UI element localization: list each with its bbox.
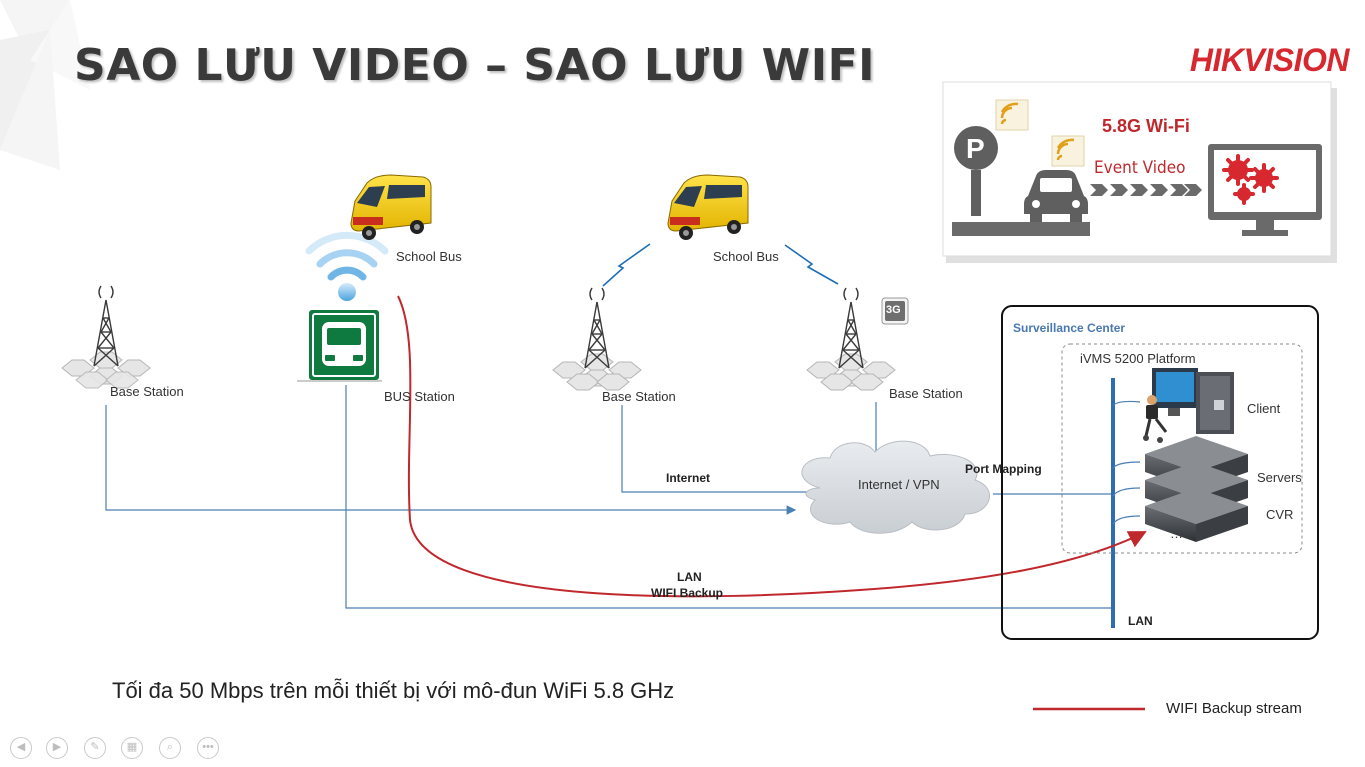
prev-icon: ◀ [16, 741, 26, 753]
wifi-signal-icon [305, 231, 389, 301]
parking-letter: P [966, 133, 985, 164]
inset-panel [942, 81, 1337, 263]
base-station-3-icon [806, 287, 896, 391]
more-options-button[interactable]: ••• [197, 737, 219, 759]
next-slide-button[interactable]: ▶ [46, 737, 68, 759]
next-icon: ▶ [52, 741, 62, 753]
zoom-icon: ⌕ [166, 741, 174, 753]
base-station-1-label: Base Station [110, 384, 184, 399]
wifi-backup-label: WIFI Backup [651, 586, 724, 600]
base-station-3-label: Base Station [889, 386, 963, 401]
school-bus-1-label: School Bus [396, 249, 462, 264]
more-devices-label: …… [1170, 526, 1196, 541]
servers-label: Servers [1257, 470, 1302, 485]
pen-button[interactable]: ✎ [84, 737, 106, 759]
legend-label: WIFI Backup stream [1166, 700, 1302, 717]
bus-station-sign-icon [297, 310, 382, 382]
lan-mid-label: LAN [677, 570, 702, 584]
platform-label: iVMS 5200 Platform [1080, 351, 1196, 366]
slide-subtitle: Tối đa 50 Mbps trên mỗi thiết bị với mô-… [112, 678, 675, 703]
slides-icon: ▦ [126, 741, 138, 753]
client-workstation-icon [1143, 368, 1234, 443]
internet-cloud [801, 440, 990, 534]
server-stack-icon [1145, 436, 1248, 542]
prev-slide-button[interactable]: ◀ [10, 737, 32, 759]
network-lines [105, 385, 1112, 609]
base-station-2-label: Base Station [602, 389, 676, 404]
base-station-2-icon [552, 287, 642, 391]
slide-title: SAO LƯU VIDEO – SAO LƯU WIFI [74, 40, 875, 91]
cloud-label: Internet / VPN [858, 477, 940, 492]
internet-label: Internet [666, 471, 711, 485]
ivms-platform-box [1061, 343, 1303, 554]
client-label: Client [1247, 401, 1281, 416]
surveillance-center-box [1001, 305, 1319, 640]
school-bus-1-icon [350, 174, 432, 240]
wireless-link-icons [602, 243, 839, 287]
cellular-badge-label: 3G [886, 304, 901, 316]
surveillance-center-title: Surveillance Center [1013, 321, 1126, 335]
wifi-backup-stream [397, 295, 1147, 598]
more-icon: ••• [202, 741, 214, 753]
bus-station-label: BUS Station [384, 389, 455, 404]
inset-wifi-label: 5.8G Wi-Fi [1102, 116, 1190, 136]
cvr-label: CVR [1266, 507, 1294, 522]
hikvision-logo: HIKVISION [1189, 42, 1350, 78]
lan-right-label: LAN [1128, 614, 1153, 628]
3g-badge [881, 297, 909, 325]
school-bus-2-label: School Bus [713, 249, 779, 264]
school-bus-2-icon [667, 174, 749, 240]
lan-branches [1112, 400, 1141, 525]
base-station-1-icon [61, 285, 151, 389]
port-mapping-label: Port Mapping [965, 462, 1042, 476]
pen-icon: ✎ [90, 741, 100, 753]
slides-button[interactable]: ▦ [121, 737, 143, 759]
zoom-button[interactable]: ⌕ [159, 737, 181, 759]
corner-decoration [0, 0, 90, 170]
inset-event-label: Event Video [1094, 158, 1186, 178]
